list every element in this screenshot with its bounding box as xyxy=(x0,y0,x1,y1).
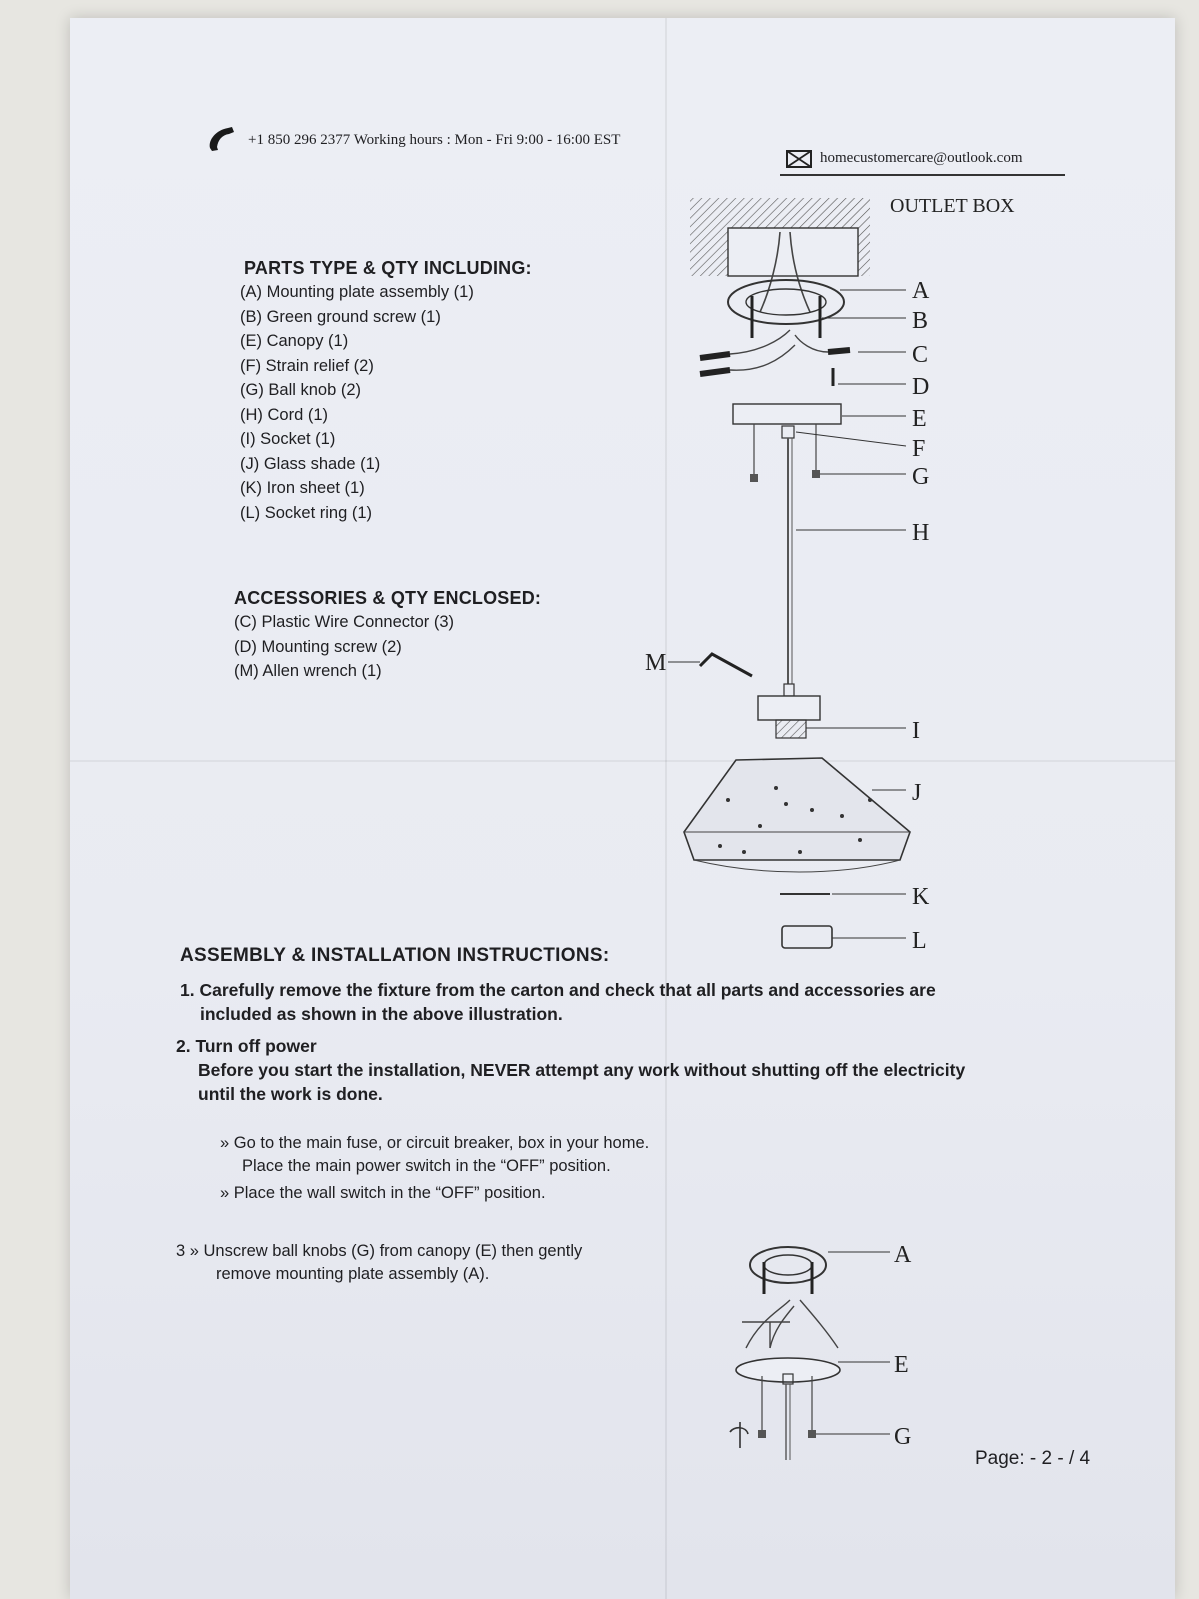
label-k: K xyxy=(912,884,930,910)
fold-crease-vertical xyxy=(665,18,667,1599)
bullet-1-line-1: » Go to the main fuse, or circuit breake… xyxy=(220,1134,650,1152)
step3-label-e: E xyxy=(894,1352,909,1378)
parts-item: (H) Cord (1) xyxy=(240,405,329,424)
label-a: A xyxy=(912,278,930,304)
glass-shade xyxy=(683,757,911,861)
instructions-title: ASSEMBLY & INSTALLATION INSTRUCTIONS: xyxy=(180,945,610,966)
instruction-sheet xyxy=(70,18,1175,1599)
parts-item: (A) Mounting plate assembly (1) xyxy=(240,283,474,301)
unscrew-arrow-icon xyxy=(729,1422,749,1448)
label-b: B xyxy=(912,308,928,334)
contact-phone: +1 850 296 2377 Working hours : Mon - Fr… xyxy=(248,132,621,148)
fold-crease-horizontal xyxy=(70,760,1175,762)
step-2-line-2: until the work is done. xyxy=(198,1084,383,1104)
page-number: Page: - 2 - / 4 xyxy=(975,1448,1091,1469)
accessory-item: (C) Plastic Wire Connector (3) xyxy=(234,613,455,631)
socket xyxy=(757,695,821,721)
accessories-list: (C) Plastic Wire Connector (3) (D) Mount… xyxy=(234,610,454,684)
label-h: H xyxy=(912,520,929,546)
parts-item: (B) Green ground screw (1) xyxy=(240,307,441,326)
outlet-box xyxy=(727,227,859,277)
parts-item: (I) Socket (1) xyxy=(240,430,336,448)
step-3-line-1: 3 » Unscrew ball knobs (G) from canopy (… xyxy=(176,1242,583,1260)
socket-ring xyxy=(781,925,833,949)
parts-item: (F) Strain relief (2) xyxy=(240,356,374,375)
outlet-box-label: OUTLET BOX xyxy=(890,195,1015,217)
phone-icon xyxy=(209,127,234,151)
parts-item: (E) Canopy (1) xyxy=(240,332,349,350)
allen-wrench xyxy=(698,652,753,678)
bullet-1-line-2: Place the main power switch in the “OFF”… xyxy=(242,1157,611,1175)
header-rule xyxy=(780,174,1065,176)
parts-item: (G) Ball knob (2) xyxy=(240,381,362,399)
fixture-exploded-diagram: OUTLET BOX xyxy=(645,195,1015,950)
label-j: J xyxy=(912,780,921,806)
step3-mounting-plate xyxy=(749,1246,827,1284)
step3-ball-knob xyxy=(758,1430,766,1438)
label-m: M xyxy=(645,650,666,676)
label-c: C xyxy=(912,342,928,368)
step-1-line-2: included as shown in the above illustrat… xyxy=(200,1004,563,1024)
mounting-plate xyxy=(727,279,845,325)
envelope-icon xyxy=(786,150,812,168)
canopy xyxy=(732,403,842,425)
parts-list: (A) Mounting plate assembly (1) (B) Gree… xyxy=(240,280,474,525)
label-l: L xyxy=(912,928,927,950)
parts-item: (J) Glass shade (1) xyxy=(240,454,381,473)
parts-item: (L) Socket ring (1) xyxy=(240,503,373,522)
step-1-line-1: 1. Carefully remove the fixture from the… xyxy=(180,980,936,1000)
parts-item: (K) Iron sheet (1) xyxy=(240,479,365,497)
label-i: I xyxy=(912,718,920,744)
step3-label-a: A xyxy=(894,1242,912,1268)
label-e: E xyxy=(912,406,927,432)
accessory-item: (D) Mounting screw (2) xyxy=(234,637,402,656)
label-d: D xyxy=(912,374,929,400)
step3-canopy xyxy=(735,1357,841,1383)
step-2-line-1: Before you start the installation, NEVER… xyxy=(198,1060,966,1080)
accessory-item: (M) Allen wrench (1) xyxy=(234,662,382,680)
contact-email: homecustomercare@outlook.com xyxy=(820,150,1023,166)
label-f: F xyxy=(912,436,925,462)
parts-title: PARTS TYPE & QTY INCLUDING: xyxy=(244,258,532,278)
step3-label-g: G xyxy=(894,1424,911,1450)
bullet-2: » Place the wall switch in the “OFF” pos… xyxy=(220,1184,546,1202)
step-2-title: 2. Turn off power xyxy=(176,1036,317,1056)
step-3-diagram: A E G xyxy=(729,1242,912,1460)
accessories-title: ACCESSORIES & QTY ENCLOSED: xyxy=(234,588,542,608)
label-g: G xyxy=(912,464,929,490)
step-3-line-2: remove mounting plate assembly (A). xyxy=(216,1265,490,1283)
